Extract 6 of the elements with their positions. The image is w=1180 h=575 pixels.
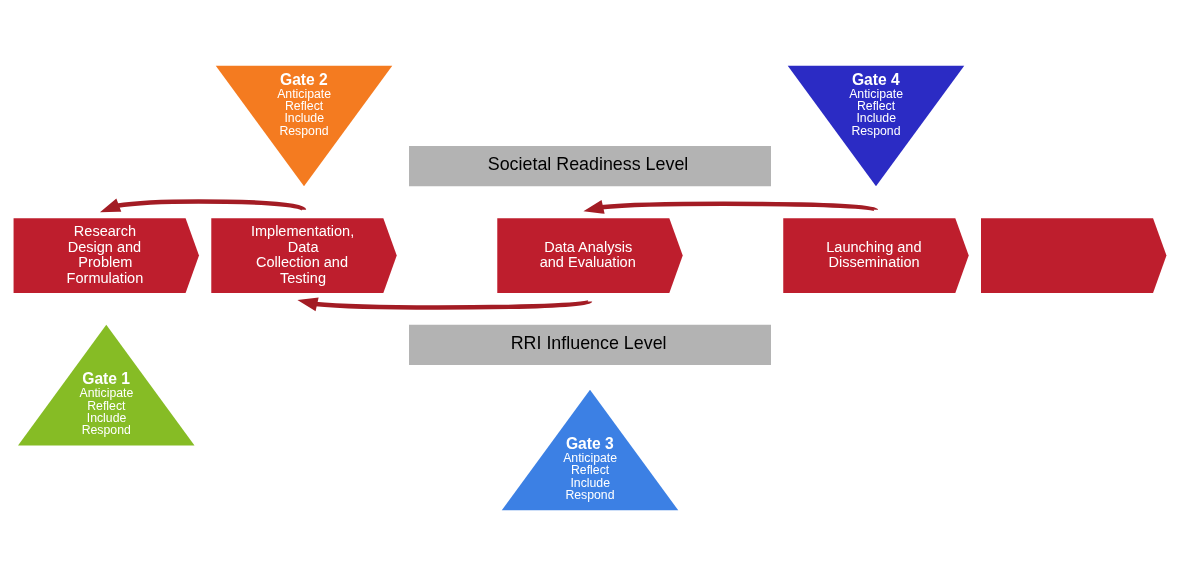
arrow [297,296,591,311]
arrow [583,199,877,214]
node-box: RRI Influence Level [409,324,771,365]
node-arrow [981,217,1167,293]
node-box: Societal Readiness Level [409,145,771,186]
arrow [99,197,306,212]
